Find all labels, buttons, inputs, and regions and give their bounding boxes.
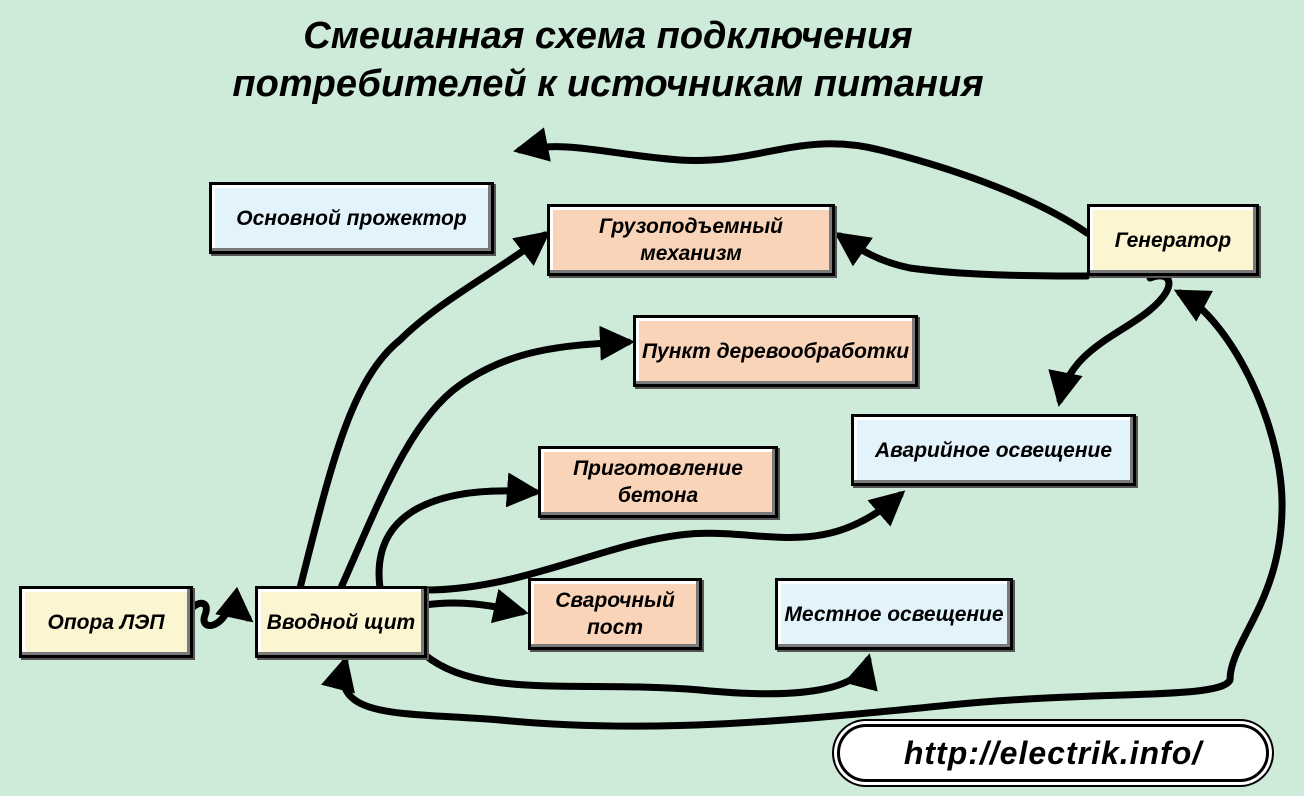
watermark-url-text: http://electrik.info/ bbox=[903, 734, 1203, 771]
node-crane: Грузоподъемный механизм bbox=[547, 204, 835, 276]
node-welding: Сварочный пост bbox=[528, 578, 702, 650]
wire-input-board-to-crane bbox=[296, 230, 551, 592]
node-local-light-label: Местное освещение bbox=[784, 602, 1004, 626]
node-input-board: Вводной щит bbox=[255, 586, 427, 658]
title-line-1: Смешанная схема подключения bbox=[303, 15, 913, 57]
node-power-pole: Опора ЛЭП bbox=[19, 586, 193, 658]
wire-generator-to-main-projector bbox=[513, 127, 1091, 237]
wire-generator-to-crane bbox=[834, 231, 1091, 280]
node-main-projector-label: Основной прожектор bbox=[236, 206, 467, 230]
node-power-pole-label: Опора ЛЭП bbox=[47, 610, 165, 634]
node-woodworking: Пункт деревообработки bbox=[633, 315, 918, 387]
wire-power-pole-to-input-board bbox=[188, 586, 254, 629]
node-welding-label: Сварочный пост bbox=[555, 589, 675, 639]
node-concrete-label: Приготовление бетона bbox=[573, 457, 743, 507]
wire-input-board-to-concrete bbox=[375, 472, 542, 592]
wire-input-board-to-welding bbox=[421, 588, 529, 624]
node-emergency-light-label: Аварийное освещение bbox=[874, 438, 1113, 462]
diagram-title: Смешанная схема подключения потребителей… bbox=[0, 12, 1304, 108]
watermark-url: http://electrik.info/ bbox=[837, 724, 1269, 782]
node-crane-label: Грузоподъемный механизм bbox=[599, 215, 783, 265]
title-line-2: потребителей к источникам питания bbox=[232, 63, 984, 105]
node-main-projector: Основной прожектор bbox=[209, 182, 494, 254]
node-generator: Генератор bbox=[1087, 204, 1259, 276]
node-concrete: Приготовление бетона bbox=[538, 446, 778, 518]
node-woodworking-label: Пункт деревообработки bbox=[641, 339, 910, 363]
node-input-board-label: Вводной щит bbox=[266, 610, 416, 634]
wire-generator-to-input-board bbox=[321, 289, 1286, 730]
wire-input-board-to-local-light bbox=[421, 651, 878, 698]
node-emergency-light: Аварийное освещение bbox=[851, 414, 1136, 486]
node-local-light: Местное освещение bbox=[775, 578, 1013, 650]
wire-generator-to-emergency-light bbox=[1048, 272, 1173, 407]
node-generator-label: Генератор bbox=[1114, 228, 1232, 252]
